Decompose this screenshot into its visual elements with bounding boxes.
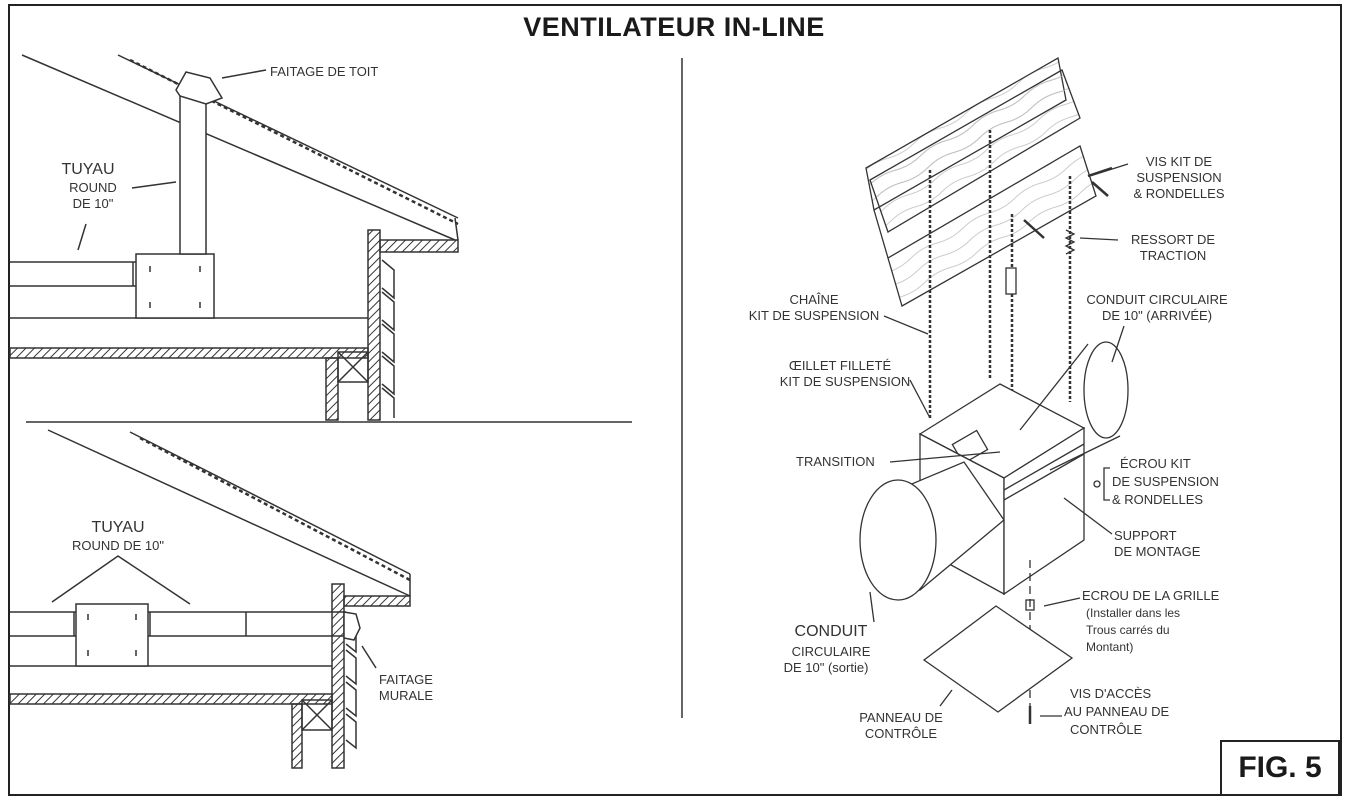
figure-frame [8,4,1342,796]
label-ressort-l1: RESSORT DE [1130,232,1216,247]
wall-vent-illustration [9,429,411,769]
label-tuyau-l3: DE 10" [72,196,114,211]
label-vis-kit-l3: & RONDELLES [1133,186,1225,201]
label-vis-kit-l2: SUSPENSION [1136,170,1222,185]
label-ecrou-grille-l3: Trous carrés du [1086,623,1170,637]
label-support-l1: SUPPORT [1114,528,1177,543]
label-tuyau2-l2: ROUND DE 10" [71,538,165,553]
label-faitage-murale-l2: MURALE [378,688,434,703]
label-conduit-sortie-l2: CIRCULAIRE [791,644,871,659]
label-conduit-sortie-l1: CONDUIT [794,623,868,640]
label-support-l2: DE MONTAGE [1114,544,1201,559]
label-oeillet-l2: KIT DE SUSPENSION [779,374,911,389]
label-faitage-toit: FAITAGE DE TOIT [270,64,379,79]
label-ecrou-grille-l4: Montant) [1086,640,1134,654]
label-faitage-murale-l1: FAITAGE [379,672,433,687]
label-vis-acces-l1: VIS D'ACCÈS [1070,686,1152,701]
label-ecrou-kit-l1: ÉCROU KIT [1120,456,1191,471]
label-tuyau-l2: ROUND [69,180,117,195]
label-conduit-arrivee-l1: CONDUIT CIRCULAIRE [1086,292,1228,307]
label-tuyau2-l1: TUYAU [91,519,145,536]
label-ecrou-kit-l2: DE SUSPENSION [1112,474,1219,489]
label-panneau-l2: CONTRÔLE [864,726,938,741]
label-ecrou-grille-l2: (Installer dans les [1086,606,1181,620]
label-ressort-l2: TRACTION [1139,248,1207,263]
label-vis-acces-l2: AU PANNEAU DE [1064,704,1170,719]
label-ecrou-grille-l1: ECROU DE LA GRILLE [1082,588,1220,603]
exploded-view-illustration [859,56,1129,724]
label-chaine-l1: CHAÎNE [789,292,839,307]
roof-vent-illustration [9,54,459,421]
figure-label: FIG. 5 [1220,740,1340,796]
label-panneau-l1: PANNEAU DE [859,710,943,725]
label-chaine-l2: KIT DE SUSPENSION [748,308,880,323]
label-conduit-arrivee-l2: DE 10" (ARRIVÉE) [1101,308,1213,323]
label-ecrou-kit-l3: & RONDELLES [1112,492,1204,507]
label-conduit-sortie-l3: DE 10" (sortie) [783,660,869,675]
label-transition: TRANSITION [796,454,875,469]
label-vis-acces-l3: CONTRÔLE [1070,722,1143,737]
label-oeillet-l1: ŒILLET FILLETÉ [788,358,892,373]
label-tuyau-l1: TUYAU [61,161,115,178]
label-vis-kit-l1: VIS KIT DE [1145,154,1213,169]
diagram-title: VENTILATEUR IN-LINE [523,12,825,42]
